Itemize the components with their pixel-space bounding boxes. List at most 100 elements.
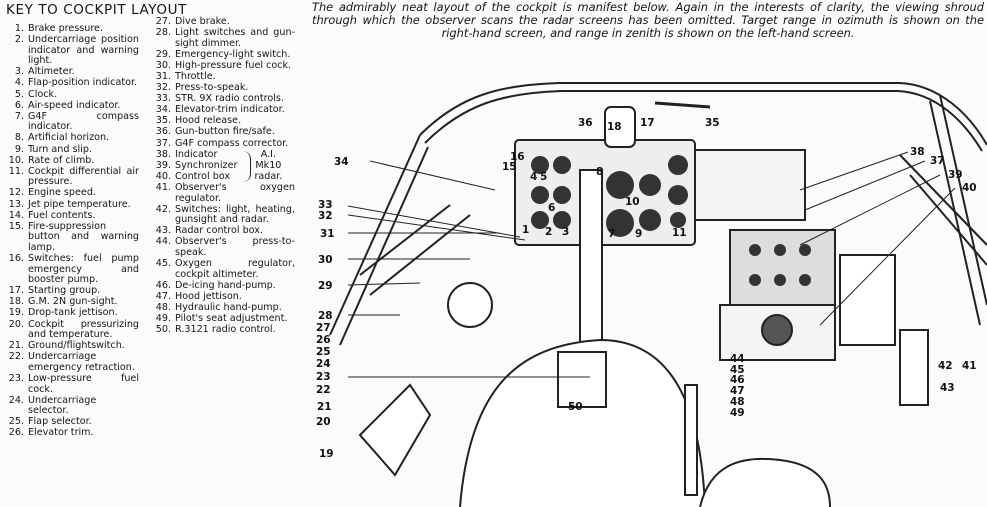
key-item: 9.Turn and slip.	[5, 143, 139, 156]
callout-49: 49	[730, 407, 745, 419]
callout-27: 27	[316, 322, 331, 334]
key-item-number: 49.	[155, 313, 171, 325]
key-item: 27.Dive brake.	[152, 16, 295, 28]
callout-36: 36	[578, 117, 593, 129]
radar-group-label-line: Mk10	[255, 159, 282, 171]
radio-control-box	[557, 351, 607, 408]
key-item: 33. STR. 9X radio controls.	[152, 94, 295, 105]
callout-33: 33	[318, 199, 333, 211]
key-item-number: 2.	[14, 34, 24, 46]
key-item: 24.Undercarriage selector.	[5, 395, 139, 417]
key-item: 35.Hood release.	[152, 116, 295, 127]
callout-47: 47	[730, 385, 745, 397]
key-item-number: 30.	[155, 59, 171, 71]
key-item-text: Gun-button fire/safe.	[175, 126, 275, 138]
callout-26: 26	[316, 334, 331, 346]
key-item-text: De-icing hand-pump.	[175, 279, 276, 291]
key-item: 18. G.M. 2N gun-sight.	[5, 297, 139, 308]
callout-7: 7	[608, 228, 615, 240]
key-item: 28.Light switches and gun-sight dimmer.	[152, 27, 295, 49]
key-item-text: Observer's press-to-speak.	[175, 236, 295, 258]
key-item-number: 1.	[14, 23, 24, 34]
key-item: 50.R.3121 radio control.	[152, 325, 295, 336]
key-item-number: 15.	[8, 220, 24, 232]
key-item-text: Low-pressure fuel cock.	[28, 373, 139, 395]
key-item: 36. Gun-button fire/safe.	[152, 127, 295, 138]
key-item-text: Synchronizer	[175, 159, 238, 171]
key-item: 38.Indicator	[152, 148, 237, 161]
callout-39: 39	[948, 169, 963, 181]
callout-30: 30	[318, 254, 333, 266]
callout-37: 37	[930, 155, 945, 167]
key-item-text: STR. 9X radio controls.	[175, 93, 284, 105]
key-item-number: 44.	[155, 236, 171, 248]
key-item: 41.Observer's oxygen regulator.	[152, 181, 295, 204]
key-item-number: 18.	[8, 296, 24, 308]
key-item-number: 21.	[8, 340, 24, 352]
callout-20: 20	[316, 416, 331, 428]
figure-caption: The admirably neat layout of the cockpit…	[312, 0, 984, 40]
key-item-number: 9.	[14, 143, 24, 155]
key-item: 11.Cockpit differential air pressure.	[5, 165, 139, 188]
callout-41: 41	[962, 360, 977, 372]
key-item-text: Drop-tank jettison.	[28, 307, 118, 319]
callout-44: 44	[730, 353, 745, 365]
key-item-number: 8.	[14, 132, 24, 144]
canopy-frame	[419, 82, 987, 146]
key-item: 37.G4F compass corrector.	[152, 138, 295, 150]
key-item-text: Jet pipe temperature.	[28, 198, 131, 210]
key-item-number: 39.	[155, 159, 171, 171]
callout-17: 17	[640, 117, 655, 129]
key-item: 4.Flap-position indicator.	[5, 78, 139, 89]
key-item-number: 20.	[8, 318, 24, 330]
key-item-text: Emergency-light switch.	[175, 48, 291, 60]
callout-35: 35	[705, 117, 720, 129]
key-item-text: G.M. 2N gun-sight.	[28, 296, 118, 308]
key-item-number: 25.	[8, 416, 24, 428]
callout-5: 5	[540, 171, 547, 183]
key-item-text: Switches: light, heating, gunsight and r…	[175, 203, 295, 226]
key-item-text: Pilot's seat adjustment.	[175, 313, 288, 325]
callout-2: 2	[545, 226, 552, 238]
key-item-number: 48.	[155, 301, 171, 313]
key-item-number: 41.	[155, 181, 171, 193]
key-item-text: Starting group.	[28, 285, 101, 297]
key-item-text: Hood jettison.	[175, 290, 242, 302]
key-column-2: 27.Dive brake.28.Light switches and gun-…	[152, 16, 295, 336]
key-item: 7.G4F compass indicator.	[5, 110, 139, 133]
callout-23: 23	[316, 371, 331, 383]
key-item-text: Elevator trim.	[28, 427, 94, 439]
key-item-text: Altimeter.	[28, 66, 75, 78]
callout-11: 11	[672, 227, 687, 239]
key-item-text: Clock.	[28, 88, 58, 100]
key-item: 40.Control box	[152, 171, 237, 183]
callout-28: 28	[318, 310, 333, 322]
key-item-number: 11.	[8, 165, 24, 177]
key-item-number: 36.	[155, 126, 171, 138]
radar-group-label-line: radar.	[254, 170, 283, 182]
key-item-text: G4F compass indicator.	[28, 110, 139, 133]
key-item-number: 42.	[155, 203, 171, 215]
key-item: 29.Emergency-light switch.	[152, 48, 295, 61]
key-item-text: Cockpit pressurizing and temperature.	[28, 318, 139, 341]
key-item-number: 19.	[8, 307, 24, 319]
key-item-text: Flap selector.	[28, 416, 92, 428]
key-item: 12.Engine speed.	[5, 188, 139, 199]
key-item: 30.High-pressure fuel cock.	[152, 59, 295, 72]
key-item-text: Radar control box.	[175, 225, 263, 237]
radar-group-label-line: A.I.	[260, 149, 277, 161]
key-item: 6.Air-speed indicator.	[5, 100, 139, 112]
key-item-text: Indicator	[175, 148, 218, 160]
callout-43: 43	[940, 382, 955, 394]
key-item-text: Oxygen regulator, cockpit altimeter.	[175, 258, 295, 280]
callout-21: 21	[317, 401, 332, 413]
key-item: 20. Cockpit pressurizing and temperature.	[5, 318, 139, 341]
key-item-text: Hydraulic hand-pump.	[175, 301, 282, 313]
key-item-number: 33.	[155, 93, 171, 105]
key-item: 16.Switches: fuel pump emergency and boo…	[5, 253, 139, 286]
key-item-number: 23.	[8, 373, 24, 384]
key-item: 8.Artificial horizon.	[5, 133, 139, 144]
key-item-text: Undercarriage emergency retraction.	[28, 351, 135, 373]
callout-40: 40	[962, 182, 977, 194]
